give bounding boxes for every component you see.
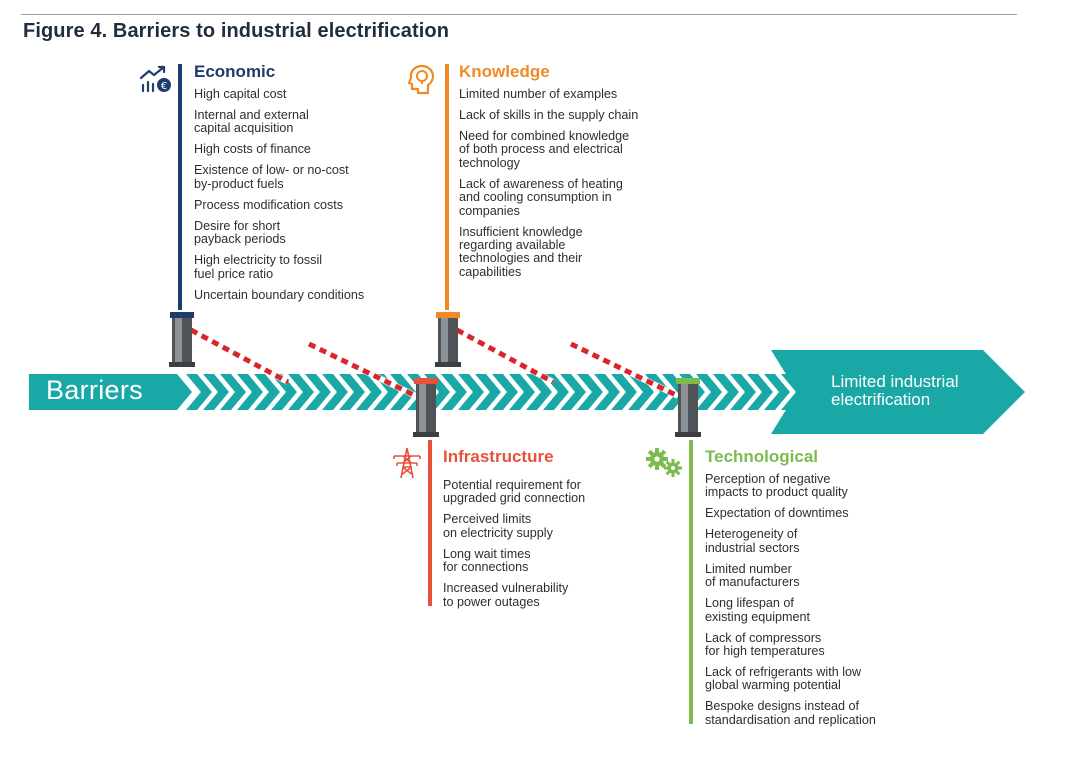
knowledge-item: Need for combined knowledge of both proc… xyxy=(459,129,630,170)
arrow-chevron xyxy=(254,374,280,410)
arrow-chevron xyxy=(288,374,314,410)
gate-cap xyxy=(414,378,438,384)
technological-item: Limited number of manufacturers xyxy=(705,561,800,590)
figure-title: Figure 4. Barriers to industrial electri… xyxy=(23,20,450,42)
infrastructure-list: Potential requirement for upgraded grid … xyxy=(443,478,586,617)
arrow-chevron xyxy=(764,374,790,410)
arrow-chevron xyxy=(594,374,620,410)
arrow-chevron xyxy=(543,374,569,410)
economic-item: Process modification costs xyxy=(194,197,344,212)
arrow-chevron xyxy=(492,374,518,410)
gate-cap xyxy=(170,312,194,318)
top-rule xyxy=(21,14,1017,15)
knowledge-line xyxy=(445,64,449,310)
technological-item: Perception of negative impacts to produc… xyxy=(705,472,848,500)
knowledge-title: Knowledge xyxy=(459,62,550,81)
gate-cap xyxy=(436,312,460,318)
arrow-chevron xyxy=(322,374,348,410)
arrow-chevron xyxy=(339,374,365,410)
gate-arm-stripes xyxy=(307,341,418,399)
infrastructure-item: Perceived limits on electricity supply xyxy=(443,512,553,540)
economic-line xyxy=(178,64,182,310)
arrow-chevron xyxy=(509,374,535,410)
arrow-chevron xyxy=(577,374,603,410)
arrow-chevron xyxy=(611,374,637,410)
gate-base xyxy=(413,432,439,437)
arrow-chevron xyxy=(356,374,382,410)
gate-post-highlight xyxy=(175,318,182,362)
infrastructure-title: Infrastructure xyxy=(443,447,554,466)
barriers-label-band xyxy=(29,374,192,410)
gate-base xyxy=(675,432,701,437)
economic-title: Economic xyxy=(194,62,276,81)
gate-post-highlight xyxy=(681,384,688,432)
technological-item: Long lifespan of existing equipment xyxy=(705,596,811,624)
knowledge-item: Insufficient knowledge regarding availab… xyxy=(459,224,583,279)
technological-item: Lack of compressors for high temperature… xyxy=(705,630,825,659)
technological-line xyxy=(689,440,693,724)
technological-item: Bespoke designs instead of standardisati… xyxy=(705,699,876,727)
svg-text:€: € xyxy=(161,81,167,92)
infrastructure-item: Increased vulnerability to power outages xyxy=(443,581,569,609)
arrow-chevron xyxy=(237,374,263,410)
knowledge-item: Limited number of examples xyxy=(459,87,618,101)
barrier-gates xyxy=(169,312,701,437)
arrow-chevron xyxy=(203,374,229,410)
gate-cap xyxy=(676,378,700,384)
economic-item: Internal and external capital acquisitio… xyxy=(194,108,309,136)
arrow-chevron xyxy=(186,374,212,410)
arrow-chevron xyxy=(713,374,739,410)
economic-item: High electricity to fossil fuel price ra… xyxy=(194,253,323,281)
economic-item: Existence of low- or no-cost by-product … xyxy=(194,163,349,191)
gate-arm-stripes xyxy=(189,327,290,385)
knowledge-item: Lack of skills in the supply chain xyxy=(459,108,639,122)
gate-arm-stripes xyxy=(455,327,555,385)
infrastructure-item: Potential requirement for upgraded grid … xyxy=(443,478,586,506)
gate-post-highlight xyxy=(419,384,426,432)
arrow-chevron xyxy=(730,374,756,410)
infrastructure-line xyxy=(428,440,432,606)
outcome-label: Limited industrial electrification xyxy=(831,372,959,409)
barriers-arrow xyxy=(29,350,1025,434)
gate-arm-stripes xyxy=(569,341,680,399)
economic-item: High capital cost xyxy=(194,87,287,101)
arrow-chevron xyxy=(220,374,246,410)
arrow-chevron xyxy=(696,374,722,410)
arrow-chevron xyxy=(475,374,501,410)
arrow-chevron xyxy=(747,374,773,410)
power-pylon-icon xyxy=(393,447,421,479)
gate-base xyxy=(169,362,195,367)
head-lightbulb-icon xyxy=(407,64,435,95)
gate-post-highlight xyxy=(441,318,448,362)
knowledge-item: Lack of awareness of heating and cooling… xyxy=(459,176,623,218)
economic-item: Uncertain boundary conditions xyxy=(194,287,365,302)
arrow-chevron xyxy=(560,374,586,410)
outcome-arrow-head xyxy=(771,350,1025,434)
arrow-chevron xyxy=(305,374,331,410)
technological-item: Heterogeneity of industrial sectors xyxy=(705,527,800,555)
barriers-label: Barriers xyxy=(46,375,143,405)
chart-euro-icon: € xyxy=(139,65,171,93)
infrastructure-item: Long wait times for connections xyxy=(443,546,531,575)
arrow-chevron xyxy=(441,374,467,410)
gears-icon xyxy=(646,448,682,477)
technological-list: Perception of negative impacts to produc… xyxy=(705,472,876,735)
economic-item: High costs of finance xyxy=(194,142,311,157)
technological-item: Expectation of downtimes xyxy=(705,506,849,521)
economic-item: Desire for short payback periods xyxy=(194,218,286,247)
technological-item: Lack of refrigerants with low global war… xyxy=(705,665,862,693)
arrow-chevron xyxy=(526,374,552,410)
arrow-chevron xyxy=(458,374,484,410)
gate-base xyxy=(435,362,461,367)
technological-title: Technological xyxy=(705,447,819,466)
